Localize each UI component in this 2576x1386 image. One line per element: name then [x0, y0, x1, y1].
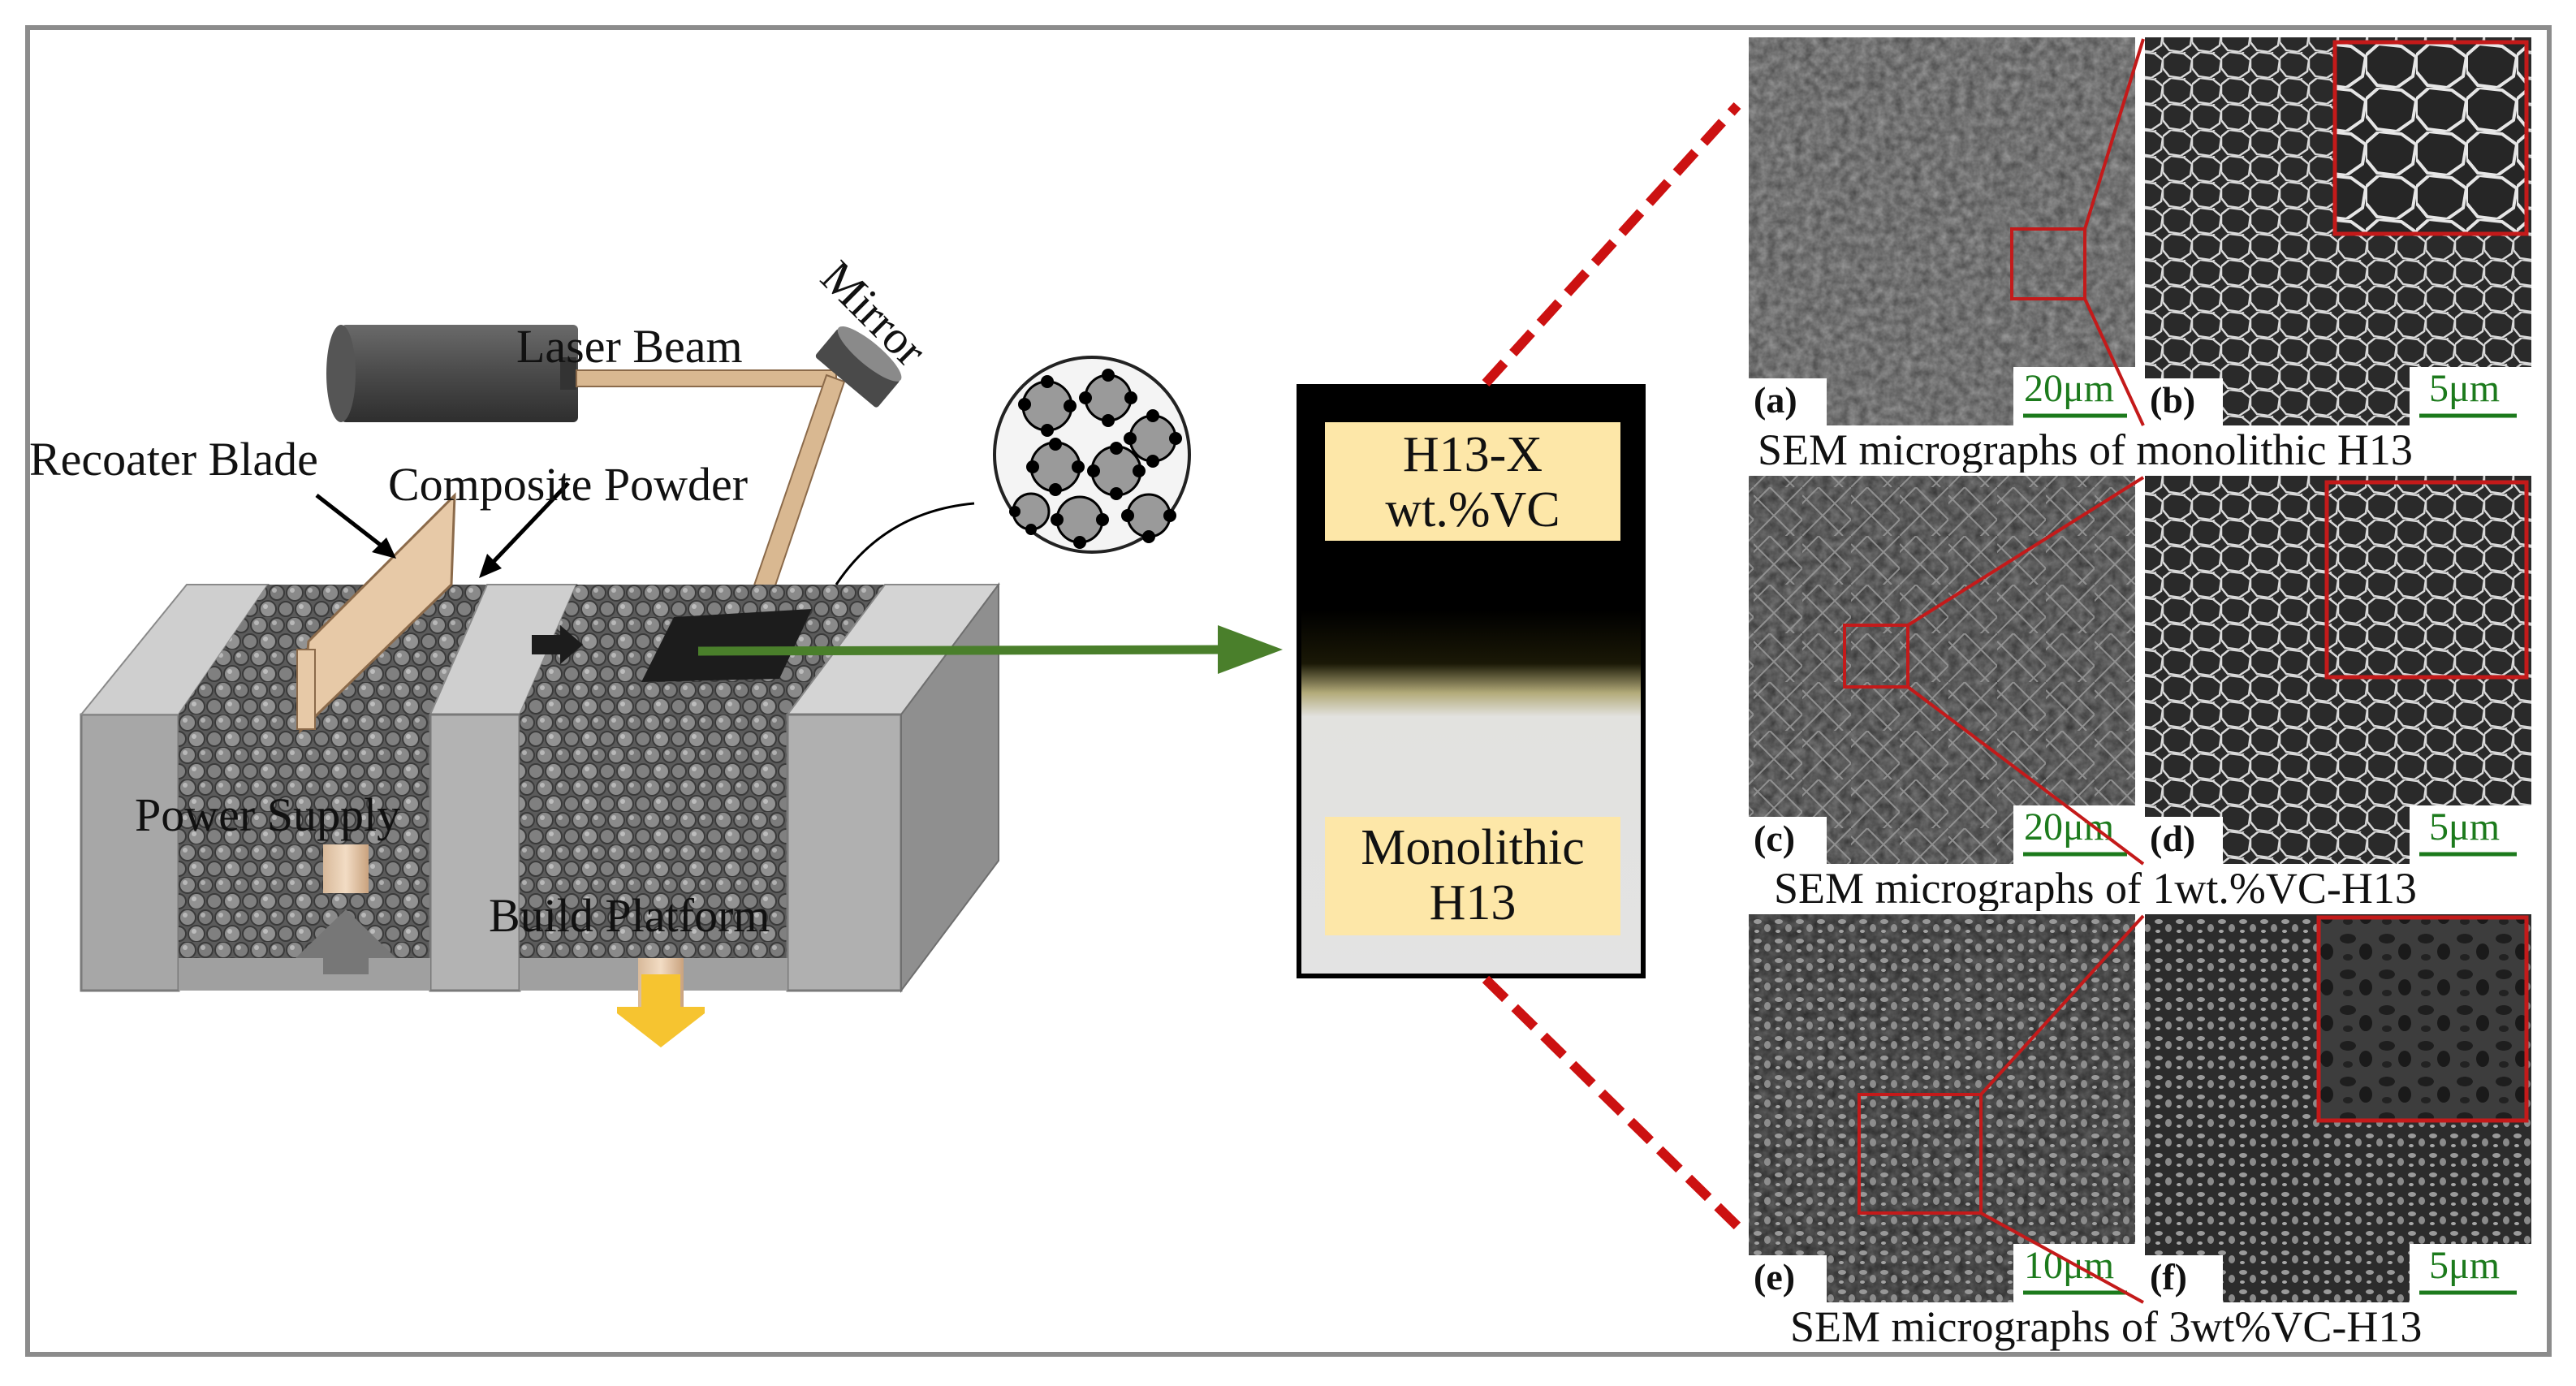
inset-b [2332, 40, 2529, 236]
panel-id-a: (a) [1754, 379, 1797, 421]
label-composite-powder: Composite Powder [388, 458, 748, 511]
platform-down-arrow [617, 1007, 705, 1047]
melt-pool [641, 609, 812, 682]
recoater-blade-icon [296, 492, 456, 734]
zoom-lines-ef [1979, 914, 2145, 1304]
panel-id-b: (b) [2150, 379, 2195, 421]
scale-c: 20μm [2024, 805, 2114, 848]
scale-d: 5μm [2429, 805, 2500, 848]
scale-b: 5μm [2429, 367, 2500, 410]
mirror-icon [815, 326, 902, 408]
zoom-box-a [2010, 227, 2086, 300]
inset-f [2316, 915, 2529, 1123]
zoom-lines [1482, 101, 1741, 1230]
label-box-bottom [1325, 817, 1620, 935]
label-top-line2: wt.%VC [1385, 482, 1560, 538]
supply-piston-shaft [323, 844, 369, 893]
caption-row2: SEM micrographs of 1wt.%VC-H13 [1774, 864, 2417, 913]
sem-grid: (a) 20μm (b) 5μm SEM micrographs of mono… [1745, 34, 2535, 1351]
sem-panel-a: (a) 20μm [1745, 34, 2138, 429]
sem-panel-e: (e) 10μm [1745, 911, 2138, 1306]
platform-arrow-stem [641, 974, 680, 1013]
label-bottom-line1: Monolithic [1361, 820, 1585, 875]
lpbf-schematic: Laser Beam Mirror Recoater Blade Composi… [29, 250, 1191, 1047]
composite-powder-zoom [993, 356, 1191, 554]
supply-up-arrow [296, 909, 396, 974]
scale-a: 20μm [2024, 367, 2114, 410]
caption-row3: SEM micrographs of 3wt%VC-H13 [1790, 1302, 2422, 1351]
machine-body [79, 582, 1000, 993]
label-recoater-blade: Recoater Blade [29, 433, 318, 486]
label-bottom-line2: H13 [1430, 875, 1517, 930]
caption-row1: SEM micrographs of monolithic H13 [1758, 425, 2413, 474]
label-top-line1: H13-X [1403, 427, 1543, 482]
panel-id-c: (c) [1754, 818, 1795, 859]
panel-id-f: (f) [2150, 1256, 2187, 1297]
zoom-connector [835, 502, 975, 585]
sem-panel-d: (d) 5μm [2142, 473, 2535, 867]
inset-d [2324, 480, 2529, 680]
zoom-lines-cd [1906, 476, 2145, 866]
laser-source [326, 325, 578, 422]
sem-panel-b: (b) 5μm [2142, 34, 2535, 429]
label-build-platform: Build Platform [489, 889, 770, 942]
zoom-box-e [1858, 1093, 1983, 1215]
panel-id-e: (e) [1754, 1256, 1795, 1297]
label-laser-beam: Laser Beam [516, 320, 743, 373]
label-power-supply: Power Supply [135, 788, 400, 841]
process-arrow [697, 625, 1283, 674]
sem-panel-c: (c) 20μm [1745, 473, 2138, 867]
recoat-direction-arrow [532, 625, 583, 664]
zoom-box-c [1843, 624, 1909, 689]
callout-arrows [315, 481, 570, 578]
panel-id-d: (d) [2150, 818, 2195, 859]
zoom-lines-ab [2083, 38, 2145, 426]
scale-f: 5μm [2429, 1244, 2500, 1287]
label-box-top [1325, 422, 1620, 541]
graded-sample: H13-X wt.%VC Monolithic H13 [1297, 384, 1646, 978]
sem-panel-f: (f) 5μm [2142, 911, 2535, 1306]
